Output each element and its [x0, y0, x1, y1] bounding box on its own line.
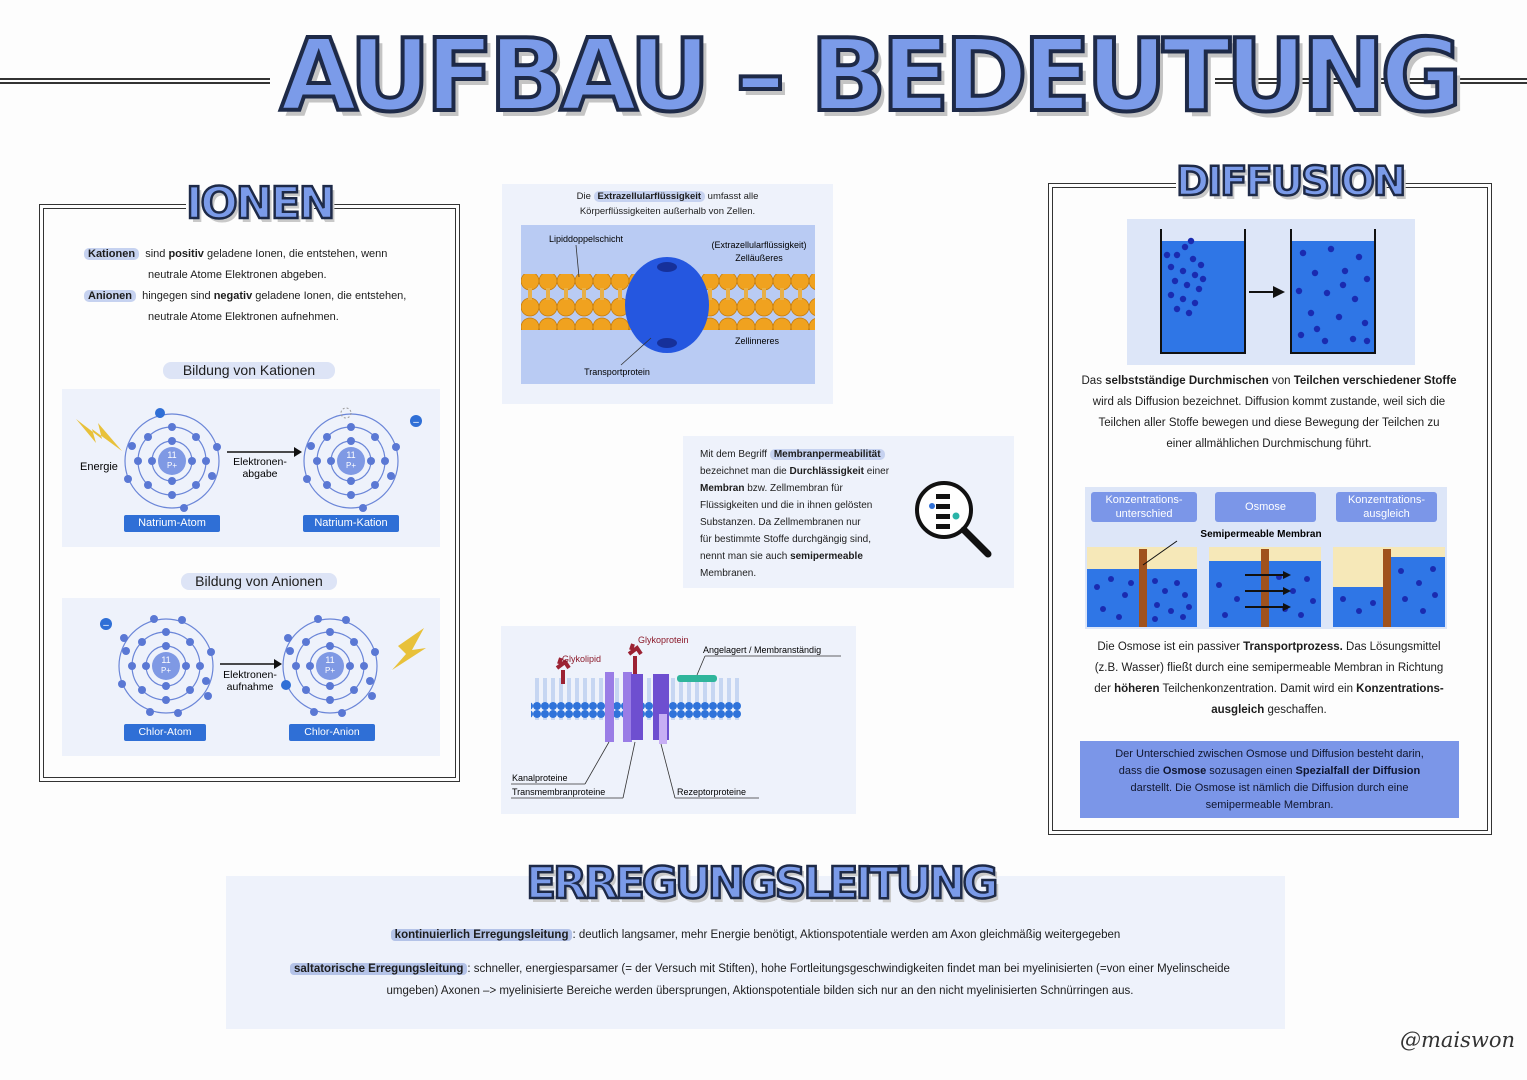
- energie-label: Energie: [80, 461, 118, 473]
- glykoprotein-label: Glykoprotein: [638, 635, 689, 645]
- permeability-text: Mit dem Begriff Membranpermeabilität bez…: [700, 449, 890, 579]
- angelagert-label: Angelagert / Membranständig: [703, 645, 821, 655]
- membrane-diagram-svg: Lipiddoppelschicht (Extrazellularflüssig…: [521, 234, 815, 377]
- erregung-panel: [226, 876, 1285, 1029]
- svg-text:11: 11: [346, 450, 355, 460]
- bildung-kationen-heading: Bildung von Kationen: [163, 362, 335, 379]
- svg-text:11: 11: [167, 450, 176, 460]
- membrane-proteins-svg: Glykoprotein Glykolipid Angelagert / Mem…: [511, 635, 841, 799]
- svg-text:11: 11: [161, 655, 170, 665]
- diffusion-diagram: [1127, 219, 1415, 365]
- ionen-definition: Kationen sind positiv geladene Ionen, di…: [84, 244, 444, 328]
- semipermeable-label: Semipermeable Membran: [1200, 529, 1321, 540]
- rezeptorproteine-label: Rezeptorproteine: [677, 787, 746, 797]
- extrazellular-intro: Die Extrazellularflüssigkeit umfasst all…: [576, 191, 759, 217]
- anionen-diagram-svg: – 11 P+ Elektronen-: [100, 615, 426, 717]
- zellaeusseres-label: Zelläußeres: [735, 253, 783, 263]
- glykolipid-label: Glykolipid: [562, 654, 601, 664]
- difference-box: Der Unterschied zwischen Osmose und Diff…: [1080, 741, 1459, 818]
- svg-text:–: –: [413, 417, 419, 428]
- kationen-diagram-svg: Energie 11 P+ Elektronen- abga: [76, 407, 422, 512]
- svg-text:P+: P+: [167, 461, 177, 470]
- abgabe-label-1: Elektronen-: [233, 456, 287, 468]
- diffusion-definition: Das selbstständige Durchmischen von Teil…: [1081, 375, 1457, 450]
- natrium-atom-drawing: 11 P+: [124, 408, 221, 512]
- svg-text:P+: P+: [325, 666, 335, 675]
- signature: @maiswon: [1400, 1028, 1516, 1052]
- title-rule-left: [0, 78, 270, 84]
- natrium-atom-label: Natrium-Atom: [124, 515, 220, 532]
- chlor-atom-drawing: 11 P+: [118, 615, 215, 717]
- magnifier-icon: [915, 481, 992, 558]
- page-title: AUFBAU – BEDEUTUNG: [278, 17, 1464, 134]
- saltatorisch-row: saltatorische Erregungsleitung: schnelle…: [240, 958, 1280, 1002]
- svg-text:–: –: [103, 620, 109, 631]
- free-electron: [100, 618, 112, 630]
- erregung-title: ERREGUNGSLEITUNG: [525, 858, 1000, 909]
- osmose-diagram-svg: Semipermeable Membran: [1087, 529, 1445, 627]
- free-electron: [410, 415, 422, 427]
- chlor-anion-drawing: 11 P+: [281, 615, 379, 717]
- transmembranproteine-label: Transmembranproteine: [512, 787, 605, 797]
- aufnahme-label-1: Elektronen-: [223, 669, 277, 681]
- diffusion-title: DIFFUSION: [1175, 159, 1408, 205]
- svg-text:11: 11: [325, 655, 334, 665]
- ionen-title: IONEN: [185, 178, 337, 229]
- abgabe-label-2: abgabe: [242, 468, 277, 480]
- osmose-label: Osmose: [1215, 492, 1316, 522]
- membrane-proteins-panel: Glykoprotein Glykolipid Angelagert / Mem…: [501, 626, 856, 814]
- lipid-label: Lipiddoppelschicht: [549, 234, 624, 244]
- lightning-icon: [392, 628, 426, 670]
- diffusion-diagram-svg: [1160, 229, 1376, 354]
- kanalproteine-label: Kanalproteine: [512, 773, 568, 783]
- extrazellular-label: (Extrazellularflüssigkeit): [711, 240, 806, 250]
- title-rule-right: [1215, 78, 1527, 84]
- aufnahme-label-2: aufnahme: [227, 681, 274, 693]
- svg-text:P+: P+: [161, 666, 171, 675]
- lightning-icon: [76, 419, 122, 451]
- natrium-kation-label: Natrium-Kation: [303, 515, 399, 532]
- natrium-kation-drawing: 11 P+: [303, 407, 400, 512]
- chlor-atom-label: Chlor-Atom: [124, 724, 206, 741]
- chlor-anion-label: Chlor-Anion: [289, 724, 375, 741]
- anionen-diagram: – 11 P+ Elektronen-: [62, 598, 440, 756]
- svg-text:P+: P+: [346, 461, 356, 470]
- kontinuierlich-row: kontinuierlich Erregungsleitung: deutlic…: [226, 926, 1285, 944]
- konzentrationsausgleich-label: Konzentrations- ausgleich: [1336, 492, 1437, 522]
- bildung-anionen-heading: Bildung von Anionen: [181, 573, 337, 590]
- osmose-definition: Die Osmose ist ein passiver Transportpro…: [1094, 641, 1444, 716]
- membrane-diagram: Lipiddoppelschicht (Extrazellularflüssig…: [521, 225, 815, 384]
- konzentrationsunterschied-label: Konzentrations- unterschied: [1091, 492, 1197, 522]
- transportprotein-label: Transportprotein: [584, 367, 650, 377]
- zellinneres-label: Zellinneres: [735, 336, 780, 346]
